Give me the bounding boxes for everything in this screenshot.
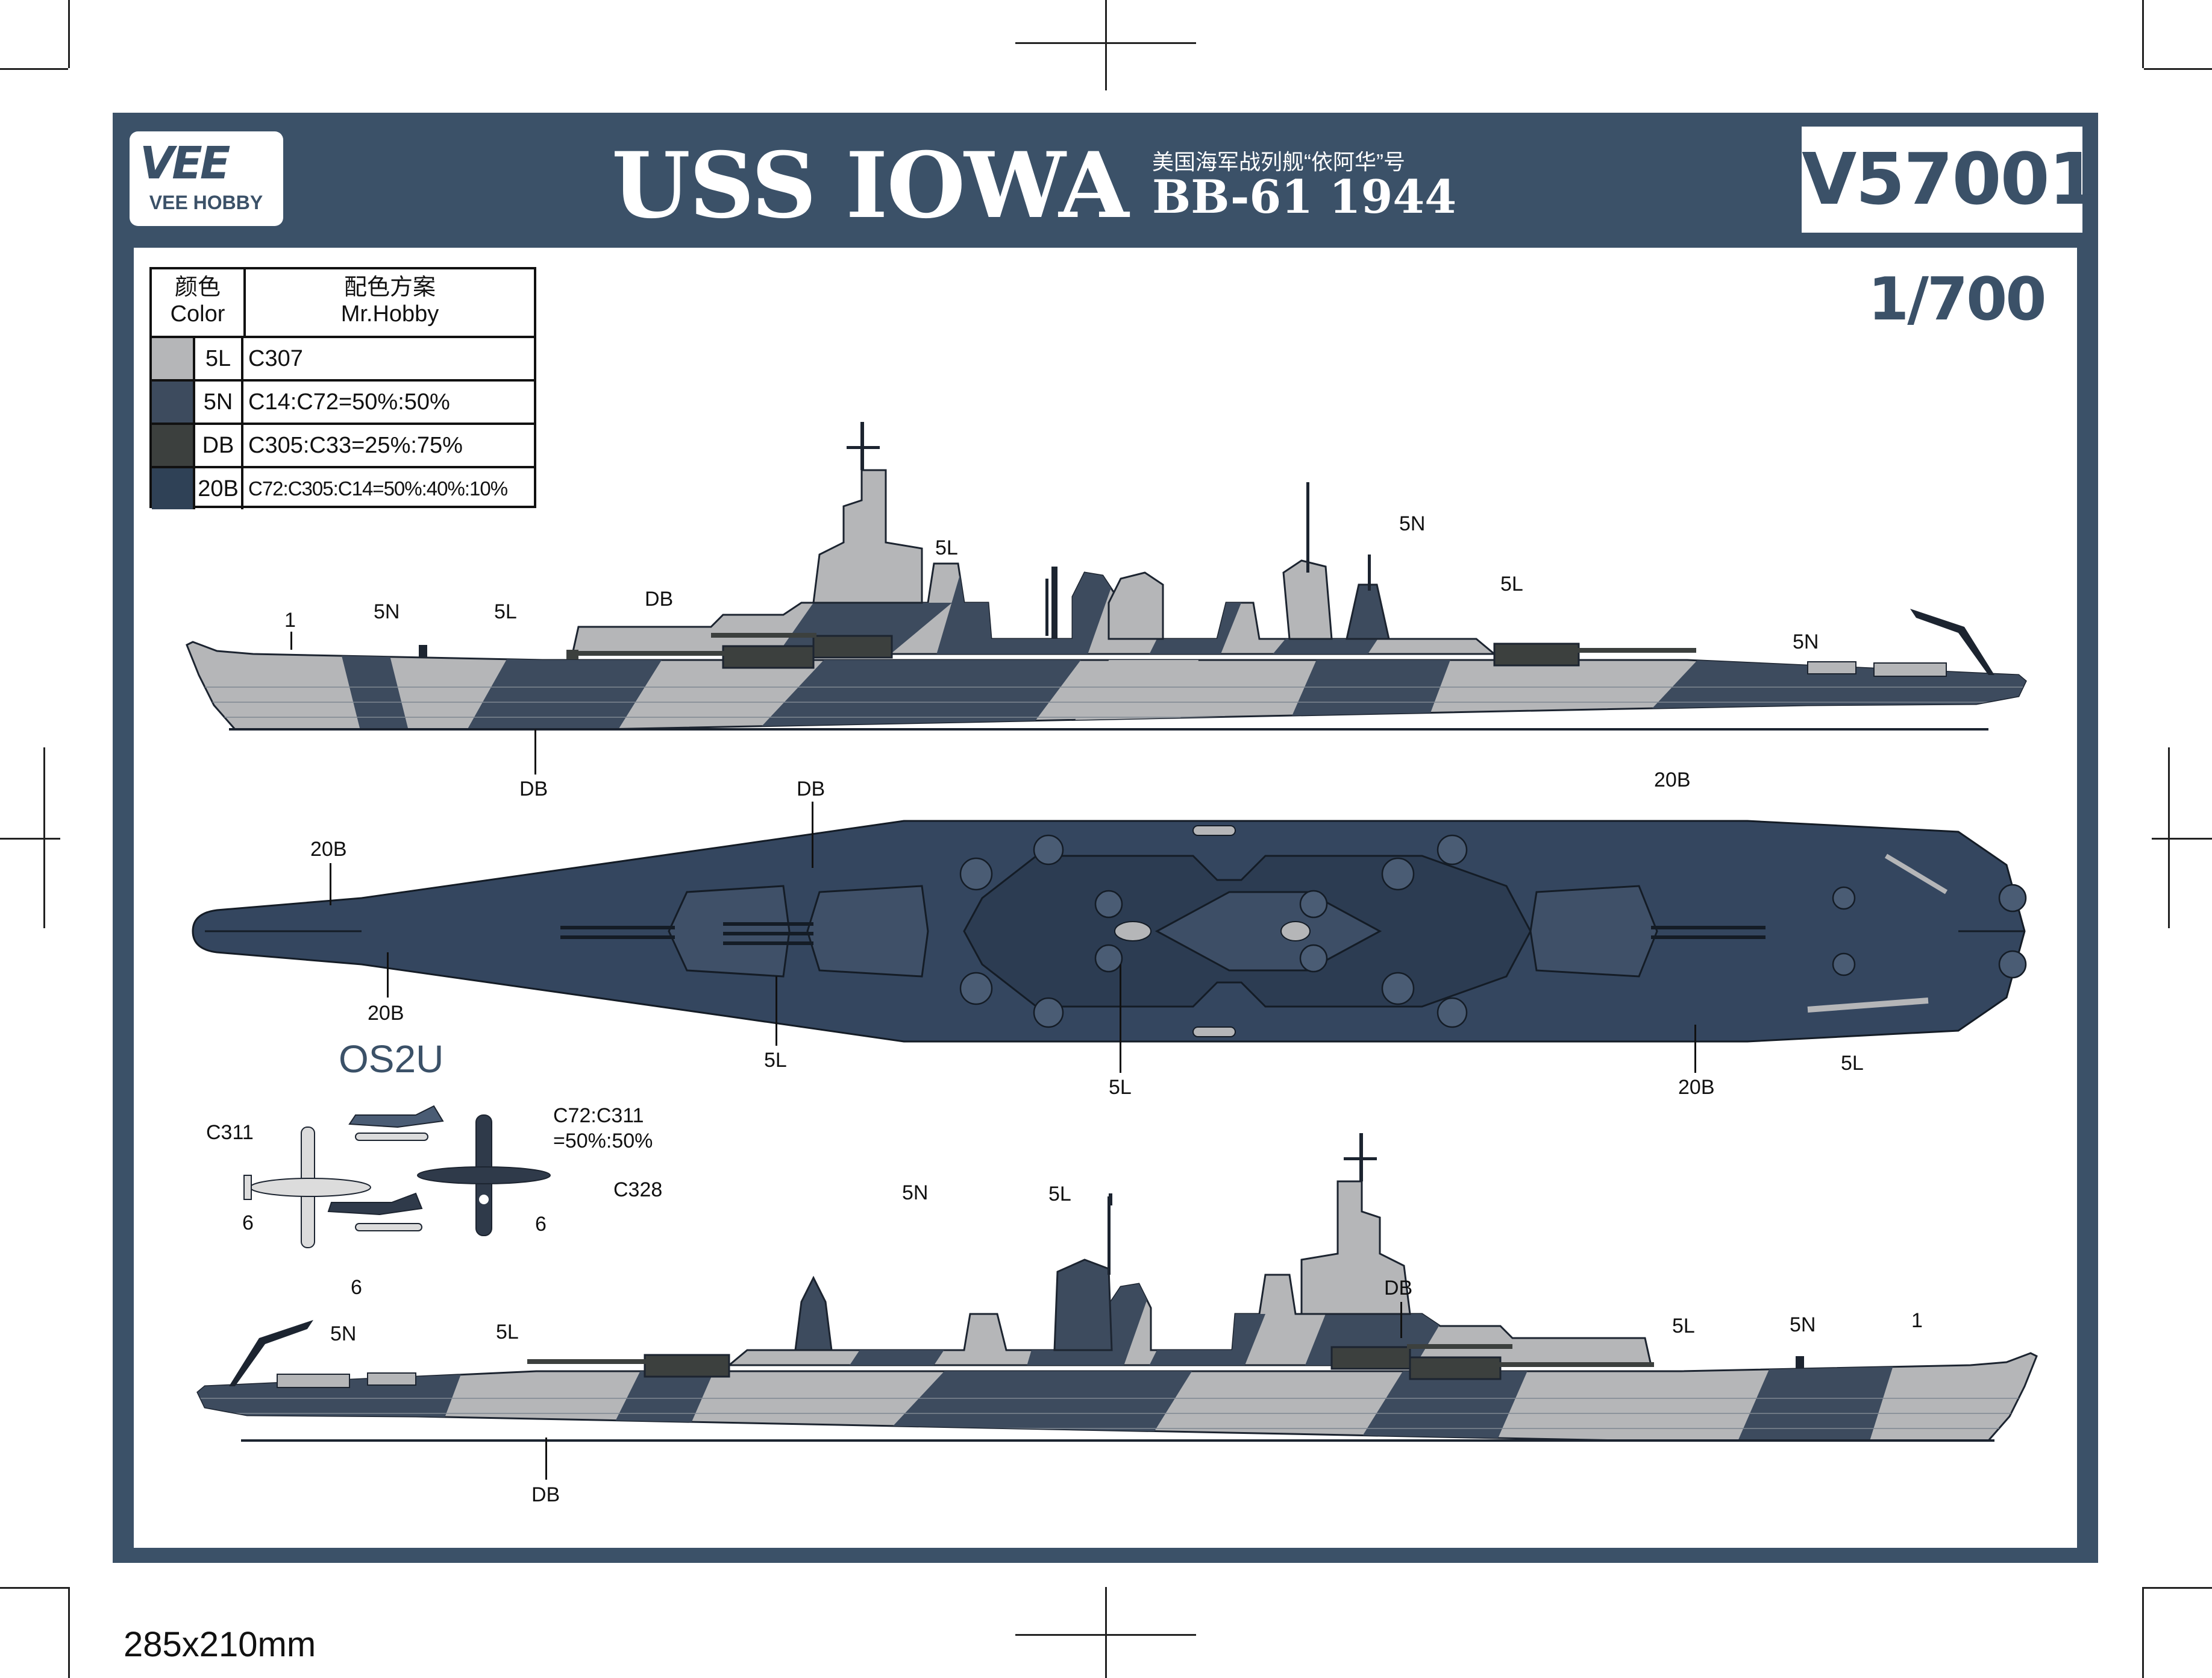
- port-profile: [196, 1133, 2038, 1442]
- callout-label: DB: [531, 1483, 560, 1506]
- crop-mark: [68, 0, 70, 68]
- callout-label: 5L: [1841, 1052, 1864, 1075]
- crop-mark: [0, 838, 60, 840]
- table-row: 20B C72:C305:C14=50%:40%:10%: [152, 466, 534, 509]
- crop-mark: [43, 747, 45, 928]
- leader-line: [812, 802, 813, 868]
- table-header-cn: 配色方案: [343, 275, 436, 300]
- color-table: 颜色 Color 配色方案 Mr.Hobby 5L C307 5N C14:C7…: [149, 267, 536, 509]
- callout-label: 20B: [1654, 768, 1691, 791]
- leader-line: [545, 1438, 547, 1480]
- callout-label: 5L: [1048, 1183, 1071, 1205]
- leader-line: [775, 976, 777, 1046]
- leader-line: [387, 952, 389, 998]
- leader-line: [1120, 964, 1121, 1073]
- callout-label: 6: [535, 1213, 547, 1236]
- crop-mark: [1105, 1587, 1107, 1678]
- callout-label: 5L: [1500, 573, 1523, 595]
- crop-mark: [0, 68, 68, 70]
- aircraft-diagram: [243, 1105, 551, 1248]
- callout-label: 6: [351, 1276, 362, 1299]
- color-code: 5N: [193, 382, 243, 423]
- callout-label: C328: [613, 1178, 663, 1201]
- crop-mark: [2142, 0, 2144, 68]
- table-row: 5N C14:C72=50%:50%: [152, 379, 534, 423]
- crop-mark: [2142, 1587, 2144, 1678]
- color-swatch: [152, 338, 193, 379]
- brand-logo: [130, 131, 283, 226]
- table-header: Mr.Hobby: [340, 301, 439, 327]
- color-swatch: [152, 382, 193, 423]
- callout-label: DB: [645, 588, 674, 611]
- aircraft-title: OS2U: [339, 1037, 444, 1081]
- leader-line: [534, 729, 536, 775]
- leader-line: [330, 863, 331, 905]
- callout-label: 5N: [1790, 1313, 1816, 1336]
- crop-mark: [0, 1587, 68, 1589]
- callout-label: C311: [206, 1121, 254, 1144]
- callout-label: 5N: [1793, 630, 1819, 653]
- callout-label: 5N: [374, 600, 400, 623]
- color-code: 20B: [193, 468, 243, 509]
- callout-label: 5N: [330, 1322, 357, 1345]
- crop-mark: [2144, 68, 2212, 70]
- color-swatch: [152, 425, 193, 466]
- callout-label: 5L: [1109, 1076, 1132, 1099]
- subtitle: BB-61 1944: [1152, 170, 1457, 224]
- callout-label: 6: [242, 1211, 254, 1234]
- callout-label: DB: [519, 778, 548, 800]
- sheet-dimensions: 285x210mm: [124, 1625, 316, 1664]
- callout-label: 5L: [494, 600, 517, 623]
- crop-mark: [2152, 838, 2212, 840]
- color-mix: C307: [248, 346, 303, 371]
- deck-plan: [192, 820, 2027, 1043]
- page-title: USS IOWA: [612, 133, 1129, 239]
- table-row: 5L C307: [152, 336, 534, 379]
- callout-label: 1: [284, 609, 296, 632]
- starboard-profile: [186, 422, 2027, 731]
- callout-label: =50%:50%: [553, 1130, 653, 1152]
- table-header: Color: [170, 301, 225, 327]
- callout-label: 5L: [764, 1049, 787, 1072]
- table-row: DB C305:C33=25%:75%: [152, 423, 534, 466]
- brand-mark: VEE: [140, 137, 230, 189]
- callout-label: DB: [1384, 1277, 1413, 1299]
- color-mix: C14:C72=50%:50%: [248, 389, 450, 415]
- callout-label: 1: [1911, 1309, 1923, 1332]
- crop-mark: [1105, 0, 1107, 90]
- crop-mark: [2144, 1587, 2212, 1589]
- crop-mark: [68, 1587, 70, 1678]
- callout-label: 5L: [935, 536, 958, 559]
- callout-label: 5N: [1399, 512, 1426, 535]
- subtitle-chinese: 美国海军战列舰“依阿华”号: [1152, 149, 1405, 174]
- color-mix: C72:C305:C14=50%:40%:10%: [248, 477, 508, 500]
- color-code: DB: [193, 425, 243, 466]
- callout-label: C72:C311: [553, 1104, 644, 1127]
- brand-text: VEE HOBBY: [149, 192, 263, 213]
- leader-line: [1694, 1025, 1696, 1073]
- color-code: 5L: [193, 338, 243, 379]
- scale-label: 1/700: [1868, 265, 2047, 334]
- kit-code: V57001: [1802, 137, 2098, 221]
- callout-label: 20B: [368, 1002, 404, 1025]
- table-header-cn: 颜色: [174, 275, 221, 300]
- callout-label: 5N: [902, 1181, 929, 1204]
- leader-line: [290, 632, 292, 650]
- callout-label: 5L: [496, 1321, 519, 1343]
- leader-line: [1400, 1302, 1402, 1338]
- color-mix: C305:C33=25%:75%: [248, 433, 463, 458]
- callout-label: 20B: [310, 838, 347, 861]
- color-swatch: [152, 468, 193, 509]
- callout-label: DB: [797, 778, 826, 800]
- callout-label: 20B: [1678, 1076, 1715, 1099]
- kit-code-box: [1802, 127, 2082, 233]
- callout-label: 5L: [1672, 1315, 1695, 1337]
- crop-mark: [2168, 747, 2170, 928]
